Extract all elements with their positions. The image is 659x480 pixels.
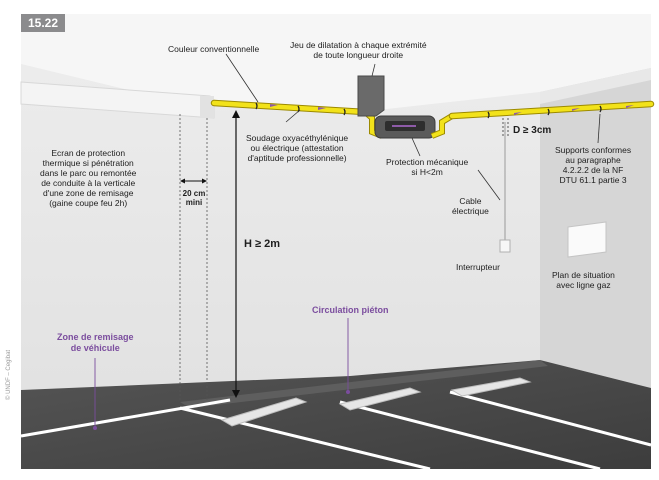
credit: © UNDF – Cegibat	[6, 349, 12, 400]
leader-line	[411, 137, 421, 157]
gas-pipe	[211, 100, 368, 115]
label-line: 4.2.2.2 de la NF	[562, 165, 624, 175]
label-welding: Soudage oxyacéthylénique ou électrique (…	[246, 133, 348, 163]
parking-line	[179, 406, 431, 471]
label-line: de véhicule	[70, 343, 120, 353]
ceiling-edge	[540, 68, 651, 104]
label-line: d'aptitude professionnelle)	[247, 153, 347, 163]
wheel-stop	[338, 387, 422, 411]
label-line: Supports conformes	[555, 145, 632, 155]
leader-line	[371, 63, 376, 77]
pipe-support	[343, 108, 346, 116]
flow-arrows	[270, 104, 634, 115]
parking-line	[449, 390, 652, 447]
leader-line	[225, 53, 259, 103]
thermal-casing-end	[200, 96, 214, 118]
flow-arrow	[572, 108, 580, 111]
label-expansion-joint: Jeu de dilatation à chaque extrémité de …	[290, 40, 427, 60]
label-line: Soudage oxyacéthylénique	[246, 133, 349, 143]
label-line: électrique	[452, 206, 489, 216]
floor-kerb	[180, 360, 548, 408]
label-d-distance: D ≥ 3cm	[513, 125, 552, 136]
situation-plan-board	[567, 221, 607, 258]
flow-arrow	[318, 107, 326, 110]
label-line: de conduite à la verticale	[41, 178, 136, 188]
label-line: de toute longueur droite	[313, 50, 404, 60]
purple-dot	[93, 426, 97, 430]
label-thermal-screen: Ecran de protection thermique si pénétra…	[40, 148, 136, 208]
ceiling	[21, 14, 651, 112]
label-line: 20 cm	[182, 189, 206, 198]
label-switch: Interrupteur	[456, 262, 500, 272]
arrow-head	[232, 390, 240, 398]
arrow-head	[180, 178, 185, 184]
pipe-support	[255, 102, 258, 110]
switch	[499, 239, 511, 253]
label-conventional-color: Couleur conventionnelle	[168, 44, 260, 54]
label-line: mini	[185, 198, 203, 207]
label-parking-zone: Zone de remisage de véhicule	[57, 332, 134, 354]
label-line: thermique si pénétration	[42, 158, 134, 168]
label-line: d'une zone de remisage	[42, 188, 134, 198]
back-wall	[21, 64, 540, 390]
pipe-support	[599, 105, 602, 113]
leader-lines	[225, 53, 601, 201]
wheel-stop	[450, 377, 532, 397]
figure-number: 15.22	[21, 14, 65, 32]
label-situation-plan: Plan de situation avec ligne gaz	[552, 270, 615, 290]
label-distance-20cm: 20 cm mini	[182, 189, 206, 207]
flow-arrow	[626, 105, 634, 108]
label-line: avec ligne gaz	[556, 280, 611, 290]
leader-line	[285, 109, 301, 123]
parking-line	[20, 398, 231, 438]
label-supports: Supports conformes au paragraphe 4.2.2.2…	[555, 145, 631, 185]
leader-line	[477, 169, 501, 201]
label-line: Zone de remisage	[57, 332, 134, 342]
label-electrical-cable: Cable électrique	[452, 196, 489, 216]
wheel-stop	[220, 397, 308, 427]
label-pedestrian-circulation: Circulation piéton	[312, 305, 389, 315]
label-line: Protection mécanique	[386, 157, 469, 167]
purple-dot	[346, 390, 350, 394]
label-line: (gaine coupe feu 2h)	[49, 198, 128, 208]
expansion-joint	[357, 75, 385, 117]
label-height: H ≥ 2m	[244, 238, 280, 250]
pipe-support	[547, 108, 550, 116]
flow-arrow	[514, 112, 522, 115]
label-line: Plan de situation	[552, 270, 615, 280]
label-line: ou électrique (attestation	[250, 143, 344, 153]
label-line: Cable	[459, 196, 482, 206]
label-line: dans le parc ou remontée	[40, 168, 137, 178]
label-line: DTU 61.1 partie 3	[559, 175, 627, 185]
flow-arrow	[270, 104, 278, 107]
label-mechanical-protection: Protection mécanique si H<2m	[386, 157, 468, 177]
label-line: au paragraphe	[565, 155, 621, 165]
label-line: Ecran de protection	[51, 148, 126, 158]
pipe-support	[487, 111, 490, 119]
leader-line	[597, 113, 601, 144]
label-line: si H<2m	[411, 167, 443, 177]
arrow-head	[202, 178, 207, 184]
parking-line	[339, 400, 601, 471]
arrow-head	[232, 110, 240, 118]
gas-pipe	[431, 114, 454, 138]
gas-pipe	[449, 101, 654, 119]
label-line: Jeu de dilatation à chaque extrémité	[290, 40, 427, 50]
